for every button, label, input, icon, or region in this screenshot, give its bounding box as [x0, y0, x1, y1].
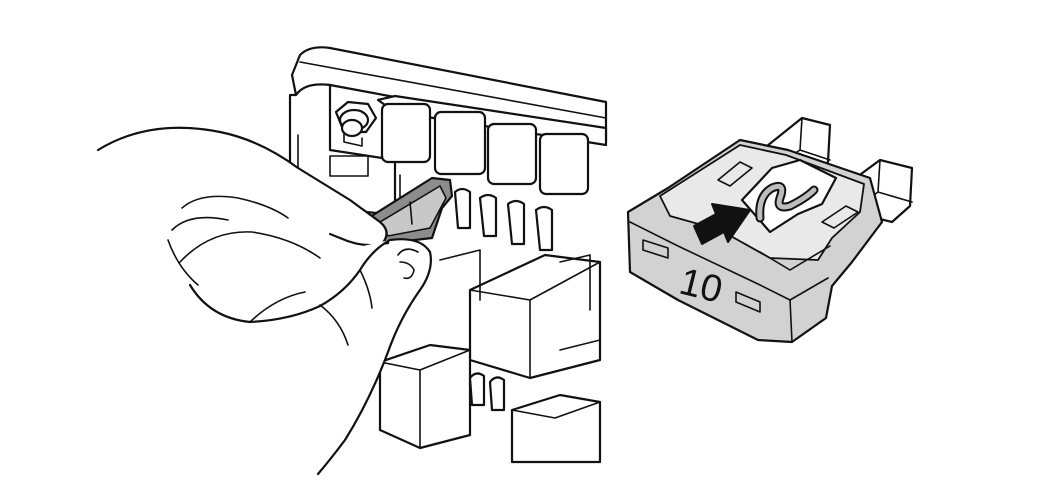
relay-row — [376, 94, 608, 196]
blade-fuse-illustration: 10 — [626, 116, 914, 344]
fuse-box-illustration — [96, 46, 608, 476]
hand — [96, 126, 432, 476]
lower-relays — [378, 249, 602, 464]
fuse-slots — [399, 174, 554, 252]
fuse-window — [740, 158, 838, 234]
bolt-icon — [334, 100, 378, 147]
fuse-rating-label: 10 — [675, 261, 726, 312]
arrow-right-icon — [693, 203, 751, 245]
fuse-front-slot-left — [642, 239, 669, 259]
fuse-front-slot-right — [735, 291, 761, 313]
